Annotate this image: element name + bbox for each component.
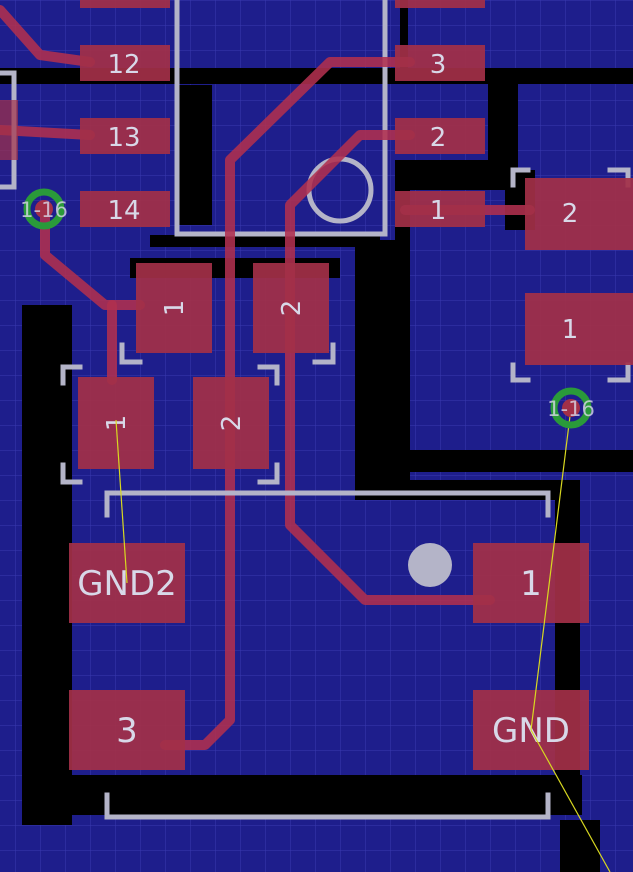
svg-text:1: 1 [430,196,447,226]
svg-text:1-16: 1-16 [547,397,595,421]
regulator-footprint: GND2 3 1 GND [69,490,589,820]
ic-pin-12[interactable]: 12 [80,45,170,81]
regulator-pad-1[interactable]: 1 [473,543,589,623]
svg-text:12: 12 [107,50,140,80]
connector-right: 2 1 [510,167,633,383]
left-part-pad-stub [0,100,18,160]
capacitor-upper: 1 2 [119,263,336,365]
svg-text:1: 1 [102,415,132,432]
via-left[interactable]: 1-16 [20,188,68,230]
ic-pin-14[interactable]: 14 [80,191,170,227]
svg-text:3: 3 [116,711,138,751]
ratsnest-lines [115,407,611,872]
ic-pads-right: 3 2 1 [395,0,485,227]
svg-text:1: 1 [562,315,579,345]
svg-text:13: 13 [107,123,140,153]
ic-pin-1[interactable]: 1 [395,191,485,227]
regulator-pad-3[interactable]: 3 [69,690,185,770]
regulator-pad-gnd2[interactable]: GND2 [69,543,185,623]
svg-text:1: 1 [160,300,190,317]
svg-text:2: 2 [277,300,307,317]
cap-upper-pad-1[interactable]: 1 [136,263,212,353]
cap-lower-pad-2[interactable]: 2 [193,377,269,469]
via-right[interactable]: 1-16 [547,387,595,429]
cap-upper-pad-2[interactable]: 2 [253,263,329,353]
svg-text:2: 2 [562,199,579,229]
svg-text:2: 2 [217,415,247,432]
ic-pads-left: 12 13 14 [80,0,170,227]
svg-text:1: 1 [520,564,542,604]
regulator-mounting-hole [408,543,452,587]
svg-text:1-16: 1-16 [20,198,68,222]
connector-pad-1[interactable]: 1 [525,293,633,365]
svg-text:GND2: GND2 [77,564,177,604]
connector-pad-2[interactable]: 2 [525,178,633,250]
ic-pin-2[interactable]: 2 [395,118,485,154]
svg-text:2: 2 [430,123,447,153]
svg-text:14: 14 [107,196,140,226]
ic-pin-13[interactable]: 13 [80,118,170,154]
ic-pin-3[interactable]: 3 [395,45,485,81]
svg-text:3: 3 [430,50,447,80]
